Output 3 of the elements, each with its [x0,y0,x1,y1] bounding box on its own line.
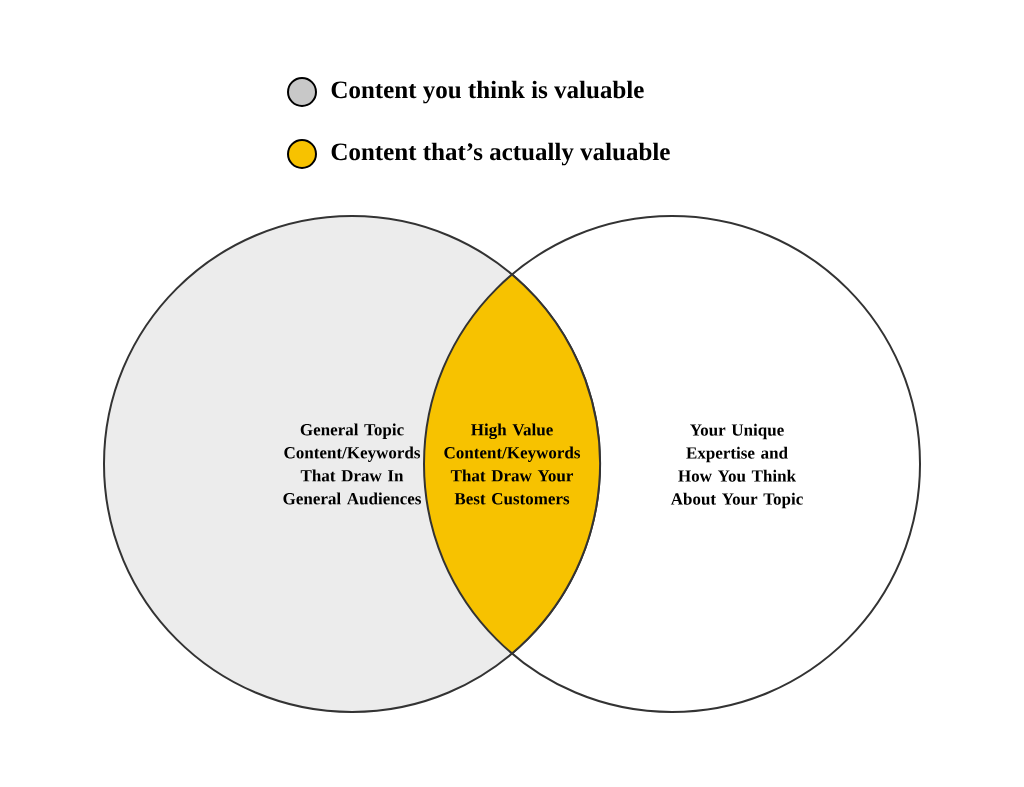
legend-label: Content you think is valuable [331,80,644,104]
overlap-region: High Value Content/Keywords That Draw Your Best Customers [424,273,601,655]
legend-label: Content that’s actually valuable [331,142,670,166]
